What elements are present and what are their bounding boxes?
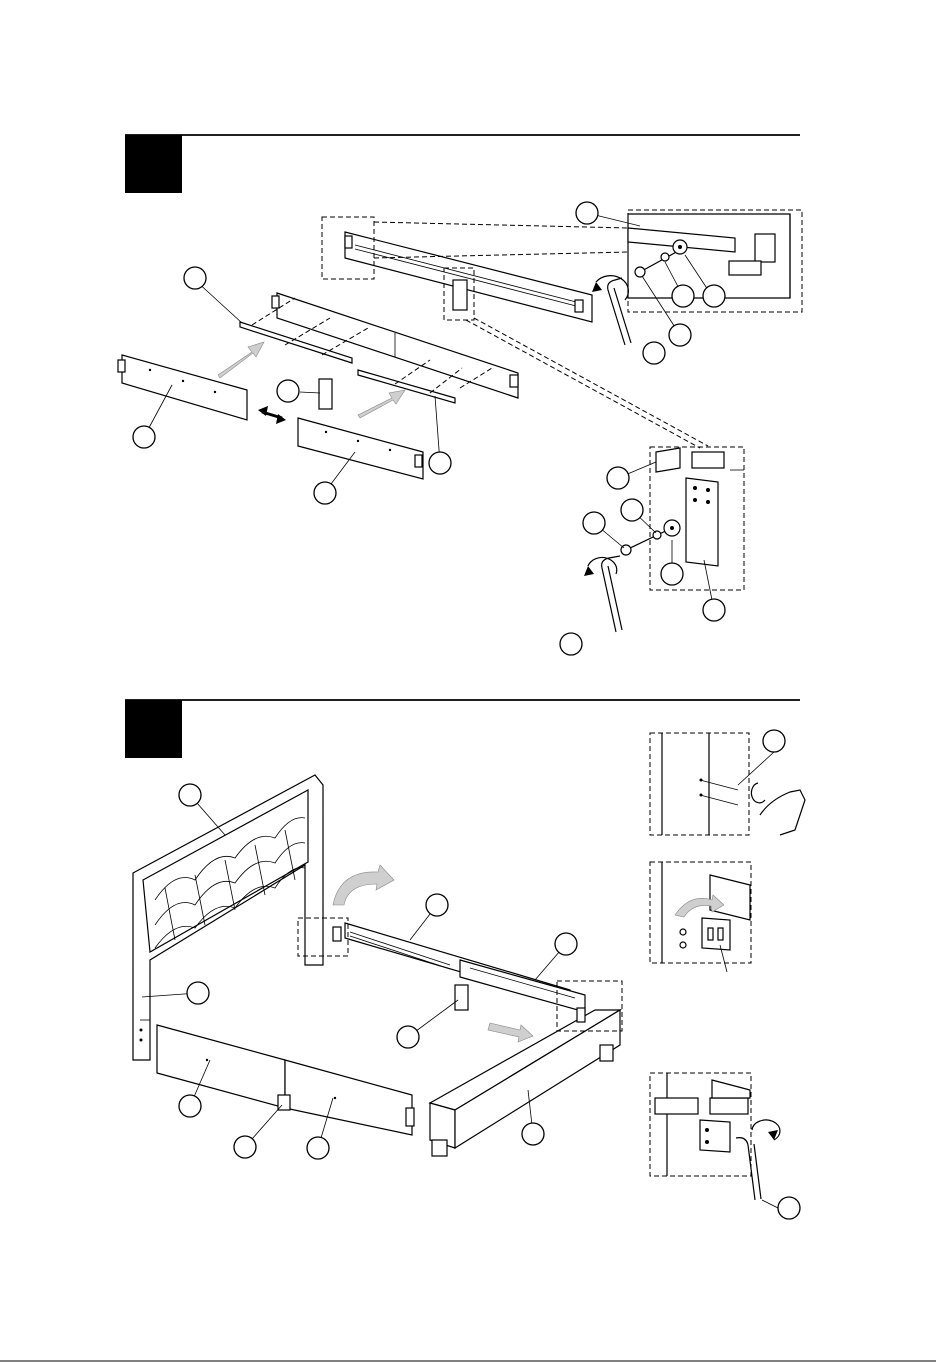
center-leg-bracket <box>319 379 332 409</box>
double-arrow <box>258 406 286 424</box>
step-1-badge <box>125 135 182 193</box>
headboard <box>133 775 323 1060</box>
step-2-illustration <box>133 730 805 1219</box>
allen-key-icon <box>592 276 631 345</box>
callout-part <box>184 267 206 289</box>
callout-part <box>133 426 155 448</box>
detail-rail-bolt <box>587 210 802 335</box>
callout-part <box>277 380 299 402</box>
footboard <box>157 1025 414 1135</box>
detail-bracket <box>650 862 751 972</box>
footboard-panel-left <box>118 355 247 420</box>
side-rail-top <box>345 232 592 322</box>
allen-key-icon <box>584 556 622 632</box>
step-2-header <box>125 700 800 758</box>
callout-part <box>314 482 336 504</box>
side-rails <box>298 918 585 1012</box>
callout-part <box>429 452 451 474</box>
step-1-header <box>125 135 800 193</box>
detail-bracket-bolt <box>650 1073 780 1200</box>
step-1-illustration <box>118 202 802 655</box>
footboard-panel-right <box>298 418 423 479</box>
detail-screw-hand <box>650 730 805 835</box>
step-2-badge <box>125 700 182 758</box>
